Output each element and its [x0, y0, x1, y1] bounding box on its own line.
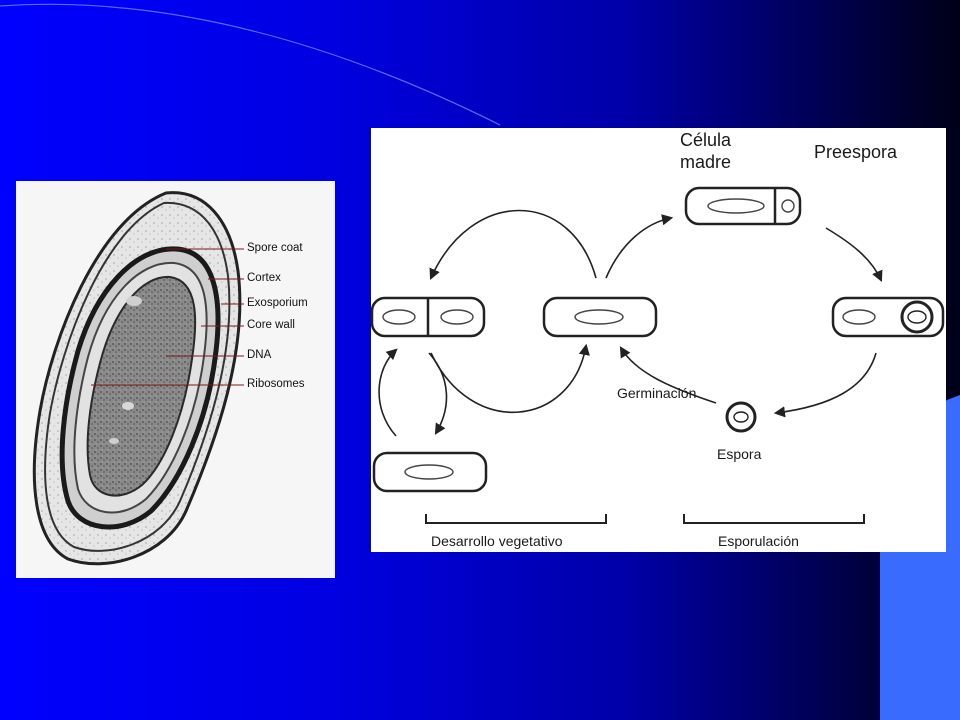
spore	[725, 401, 757, 433]
label-celula-madre: Célula madre	[680, 130, 732, 172]
label-espora: Espora	[717, 446, 762, 462]
arrow-division-to-cell	[430, 343, 590, 414]
spore-micrograph-image	[32, 191, 244, 566]
arrow-prespore-to-spore	[773, 352, 877, 418]
bracket-vegetative	[425, 514, 607, 524]
label-core-wall: Core wall	[247, 319, 295, 331]
label-desarrollo-vegetativo: Desarrollo vegetativo	[431, 533, 563, 549]
cell-mother	[684, 186, 802, 226]
bracket-sporulation	[683, 514, 865, 524]
arrow-germination	[619, 346, 717, 404]
cell-prespore	[831, 296, 945, 338]
spore-micrograph-panel: Spore coat Cortex Exosporium Core wall D…	[16, 181, 335, 578]
cell-vegetative	[542, 296, 658, 338]
label-preespora: Preespora	[814, 142, 898, 162]
cell-vegetative-daughter	[372, 451, 488, 493]
label-ribosomes: Ribosomes	[247, 378, 305, 390]
label-dna: DNA	[247, 349, 272, 361]
life-cycle-diagram: Célula madre Preespora Germinación Espor…	[371, 128, 946, 552]
label-cortex: Cortex	[247, 272, 281, 284]
arrow-mother-to-prespore	[825, 227, 883, 283]
label-esporulacion: Esporulación	[718, 533, 799, 549]
life-cycle-drawing	[371, 186, 945, 524]
arrow-daughter-to-division	[378, 348, 398, 437]
label-spore-coat: Spore coat	[247, 242, 303, 254]
label-exosporium: Exosporium	[247, 297, 308, 309]
arrow-to-daughter	[428, 352, 448, 435]
label-germinacion: Germinación	[617, 385, 697, 401]
arrow-cell-to-division	[429, 209, 597, 281]
arrow-cell-to-mother	[605, 214, 674, 279]
